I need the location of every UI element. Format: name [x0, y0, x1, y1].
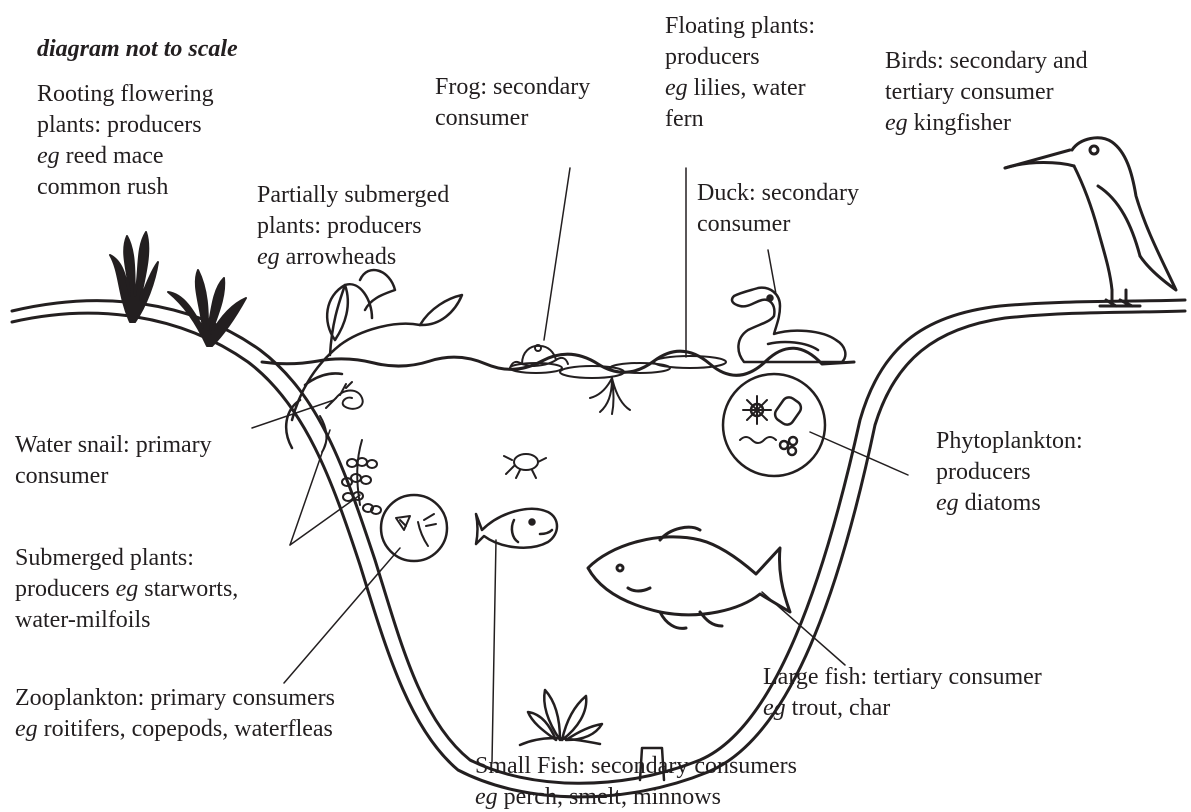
rooting-example: reed mace	[60, 143, 164, 169]
zoo-line-1: Zooplankton: primary consumers	[15, 683, 335, 714]
birds-line-3: eg kingfisher	[885, 108, 1088, 139]
phyto-line-3: eg diatoms	[936, 488, 1083, 519]
smallfish-line-2: eg perch, smelt, minnows	[475, 782, 797, 812]
label-birds: Birds: secondary and tertiary consumer e…	[885, 46, 1088, 139]
duck-line-2: consumer	[697, 209, 859, 240]
eg-prefix: eg	[885, 110, 908, 136]
eg-prefix: eg	[936, 490, 959, 516]
label-small-fish: Small Fish: secondary consumers eg perch…	[475, 751, 797, 812]
eg-prefix: eg	[475, 784, 498, 810]
eg-prefix: eg	[116, 576, 139, 602]
phyto-line-1: Phytoplankton:	[936, 426, 1083, 457]
label-rooting-plants: Rooting flowering plants: producers eg r…	[37, 79, 214, 203]
largefish-line-2: eg trout, char	[763, 693, 1042, 724]
birds-line-2: tertiary consumer	[885, 77, 1088, 108]
floating-line-1: Floating plants:	[665, 11, 815, 42]
partially-line-3: eg arrowheads	[257, 242, 449, 273]
rooting-line-2: plants: producers	[37, 110, 214, 141]
kingfisher	[1005, 138, 1176, 306]
label-zooplankton: Zooplankton: primary consumers eg roitif…	[15, 683, 335, 745]
label-floating-plants: Floating plants: producers eg lilies, wa…	[665, 11, 815, 135]
smallfish-line-1: Small Fish: secondary consumers	[475, 751, 797, 782]
rooting-plants	[110, 232, 246, 346]
eg-prefix: eg	[15, 716, 38, 742]
label-water-snail: Water snail: primary consumer	[15, 430, 212, 492]
label-large-fish: Large fish: tertiary consumer eg trout, …	[763, 662, 1042, 724]
water-beetle	[504, 454, 546, 478]
rooting-line-4: common rush	[37, 172, 214, 203]
floating-line-3: eg lilies, water	[665, 73, 815, 104]
large-fish	[588, 527, 790, 628]
bottom-plant	[520, 690, 602, 745]
floating-line-4: fern	[665, 104, 815, 135]
phytoplankton	[723, 374, 825, 476]
zooplankton	[381, 495, 447, 561]
snail-line-2: consumer	[15, 461, 212, 492]
zoo-line-2: eg roitifers, copepods, waterfleas	[15, 714, 335, 745]
birds-example: kingfisher	[908, 110, 1011, 136]
label-duck: Duck: secondary consumer	[697, 178, 859, 240]
floating-example: lilies, water	[688, 75, 806, 101]
label-phytoplankton: Phytoplankton: producers eg diatoms	[936, 426, 1083, 519]
eg-prefix: eg	[763, 695, 786, 721]
label-partially-submerged: Partially submerged plants: producers eg…	[257, 180, 449, 273]
submerged-line-2: producers eg starworts,	[15, 574, 238, 605]
submerged-line-1: Submerged plants:	[15, 543, 238, 574]
submerged-line-3: water-milfoils	[15, 605, 238, 636]
largefish-example: trout, char	[786, 695, 891, 721]
birds-line-1: Birds: secondary and	[885, 46, 1088, 77]
eg-prefix: eg	[37, 143, 60, 169]
small-fish	[476, 509, 557, 548]
frog-line-1: Frog: secondary	[435, 72, 590, 103]
partially-example: arrowheads	[280, 244, 397, 270]
partially-line-2: plants: producers	[257, 211, 449, 242]
duck	[732, 288, 845, 362]
duck-line-1: Duck: secondary	[697, 178, 859, 209]
submerged-role: producers	[15, 576, 116, 602]
floating-line-2: producers	[665, 42, 815, 73]
snail-line-1: Water snail: primary	[15, 430, 212, 461]
partially-line-1: Partially submerged	[257, 180, 449, 211]
label-frog: Frog: secondary consumer	[435, 72, 590, 134]
label-submerged-plants: Submerged plants: producers eg starworts…	[15, 543, 238, 636]
phyto-example: diatoms	[959, 490, 1041, 516]
eg-prefix: eg	[257, 244, 280, 270]
zoo-example: roitifers, copepods, waterfleas	[38, 716, 333, 742]
scale-note-text: diagram not to scale	[37, 36, 238, 62]
largefish-line-1: Large fish: tertiary consumer	[763, 662, 1042, 693]
frog-line-2: consumer	[435, 103, 590, 134]
rooting-line-1: Rooting flowering	[37, 79, 214, 110]
phyto-line-2: producers	[936, 457, 1083, 488]
rooting-line-3: eg reed mace	[37, 141, 214, 172]
submerged-example: starworts,	[138, 576, 238, 602]
eg-prefix: eg	[665, 75, 688, 101]
scale-note: diagram not to scale	[37, 34, 238, 65]
lily-pads	[560, 356, 726, 414]
smallfish-example: perch, smelt, minnows	[498, 784, 721, 810]
